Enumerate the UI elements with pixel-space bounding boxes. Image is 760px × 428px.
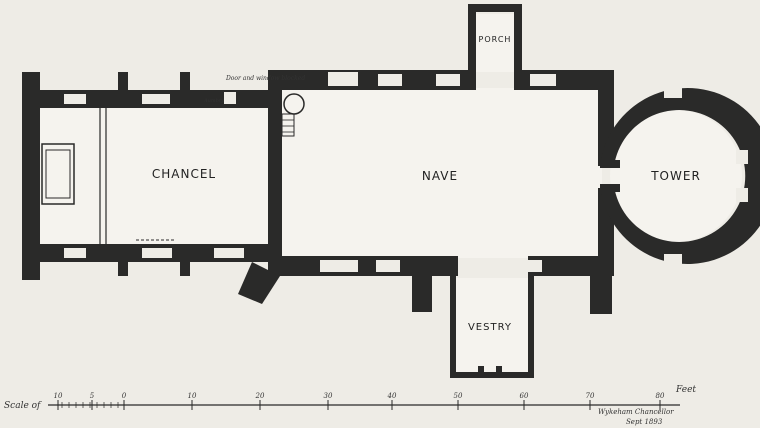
porch-floor bbox=[476, 14, 514, 72]
scale-tick-label: 20 bbox=[255, 392, 265, 400]
scale-tick-label: 40 bbox=[387, 392, 397, 400]
signature-date: Sept 1893 bbox=[626, 418, 663, 426]
nave-walls bbox=[238, 70, 614, 314]
blocked-door-note: Door and window blocked bbox=[225, 75, 305, 82]
chancel-details bbox=[25, 93, 305, 244]
tower-label: TOWER bbox=[650, 169, 701, 183]
nave-floor bbox=[280, 88, 602, 258]
vestry-floor bbox=[456, 278, 528, 372]
scale-label: Scale of bbox=[4, 401, 42, 411]
tower-walls bbox=[600, 88, 760, 264]
tower-floor bbox=[610, 110, 742, 242]
chancel-label: CHANCEL bbox=[152, 167, 216, 181]
aumbry-note: Aumbry bbox=[203, 98, 224, 104]
scale-tick-label: 80 bbox=[656, 392, 665, 400]
architect-signature: Wykeham Chancellor bbox=[598, 408, 674, 416]
scale-tick-label: 50 bbox=[454, 392, 463, 400]
scale-tick-label: 30 bbox=[324, 392, 333, 400]
scale-tick-label: 5 bbox=[90, 392, 95, 400]
chancel-floor bbox=[40, 108, 280, 246]
scale-tick-label: 0 bbox=[122, 392, 127, 400]
windows bbox=[64, 72, 748, 272]
scale-tick-label: 60 bbox=[520, 392, 529, 400]
scale-tick-label: 70 bbox=[586, 392, 595, 400]
scale-unit-label: Feet bbox=[675, 385, 696, 395]
porch-walls bbox=[468, 4, 522, 76]
porch-label: PORCH bbox=[479, 35, 512, 44]
scale-tick-label: 10 bbox=[54, 392, 63, 400]
vestry-walls bbox=[450, 270, 534, 378]
chancel-walls bbox=[22, 72, 280, 280]
scale-tick-label: 10 bbox=[188, 392, 197, 400]
vestry-label: VESTRY bbox=[468, 322, 512, 333]
nave-label: NAVE bbox=[422, 169, 458, 183]
